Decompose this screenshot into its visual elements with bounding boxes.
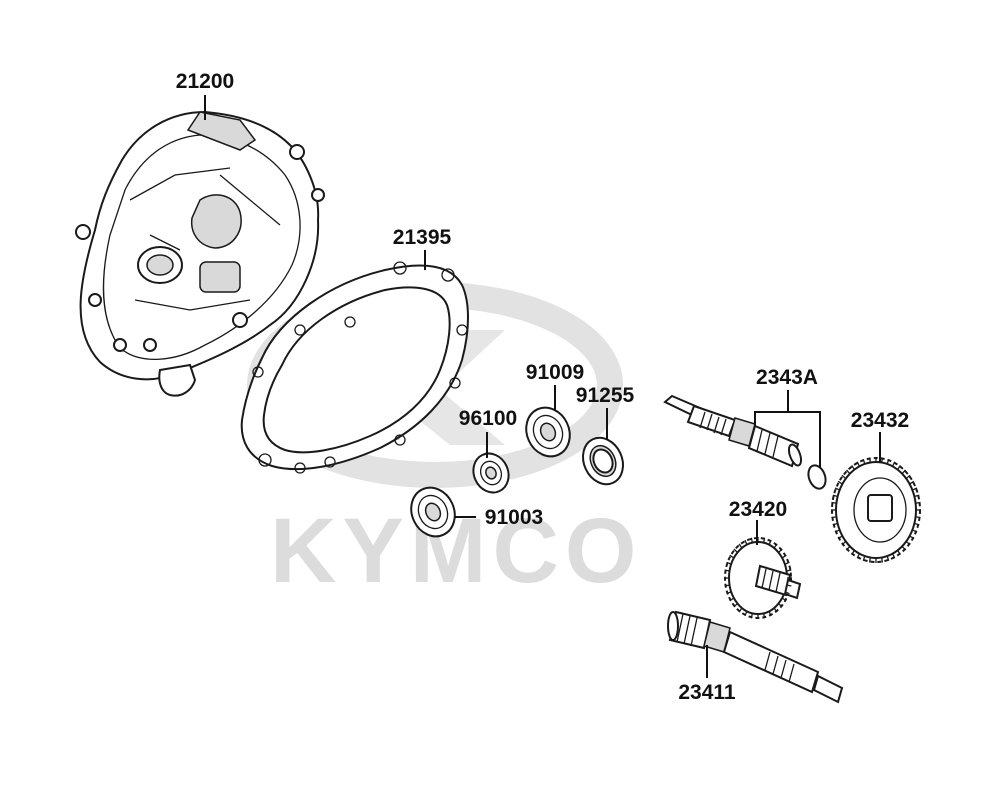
- gear-tooth: [914, 522, 920, 526]
- gear-tooth: [851, 465, 855, 470]
- label-23420: 23420: [729, 498, 787, 521]
- gear-tooth: [750, 537, 753, 543]
- gear-tooth: [733, 548, 738, 554]
- label-96100: 96100: [459, 407, 517, 430]
- part-23432-gear[interactable]: [831, 457, 921, 563]
- gear-tooth: [862, 458, 866, 465]
- gear-tooth: [781, 597, 787, 602]
- gear-tooth: [738, 543, 743, 549]
- gear-tooth: [868, 557, 871, 563]
- label-91003: 91003: [485, 506, 543, 529]
- watermark-brand-text: KYMCO: [270, 500, 642, 602]
- gear-tooth: [897, 465, 901, 470]
- part-91255-oil-seal[interactable]: [576, 431, 631, 491]
- gear-tooth: [831, 501, 837, 504]
- label-23411: 23411: [678, 681, 736, 704]
- gear-tooth: [744, 611, 748, 617]
- gear-tooth: [778, 548, 783, 554]
- gear-tooth: [832, 494, 838, 498]
- gear-tooth: [773, 607, 778, 613]
- gear-tooth: [837, 480, 843, 485]
- gear-tooth: [846, 545, 851, 551]
- gear-tooth: [784, 561, 790, 565]
- gear-tooth: [763, 613, 766, 619]
- gear-tooth: [897, 550, 901, 555]
- gear-tooth: [744, 539, 748, 545]
- gear-tooth: [778, 602, 783, 608]
- gear-tooth: [768, 611, 772, 617]
- gear-23432-teeth: [831, 457, 921, 563]
- label-91009: 91009: [526, 361, 584, 384]
- gear-tooth: [726, 561, 732, 565]
- gear-tooth: [881, 457, 884, 463]
- gear-tooth: [831, 516, 837, 519]
- gear-tooth: [781, 554, 787, 559]
- gear-tooth: [729, 554, 735, 559]
- gear-tooth: [851, 550, 855, 555]
- gear-tooth: [729, 597, 735, 602]
- gear-tooth: [750, 613, 753, 619]
- label-91255: 91255: [576, 384, 635, 407]
- part-21200-transmission-cover[interactable]: [75, 110, 325, 397]
- label-21395: 21395: [393, 226, 452, 249]
- gear-tooth: [915, 516, 921, 519]
- gear-tooth: [834, 529, 840, 533]
- gear-tooth: [763, 537, 766, 543]
- gear-tooth: [784, 591, 790, 595]
- part-2343A-circlip[interactable]: [805, 463, 828, 491]
- part-23411-final-shaft[interactable]: [667, 610, 844, 704]
- gear-tooth: [912, 487, 918, 491]
- gear-tooth: [773, 543, 778, 549]
- gear-tooth: [905, 540, 911, 546]
- part-23420-gear[interactable]: [724, 537, 802, 619]
- label-2343A: 2343A: [756, 366, 818, 389]
- gear-tooth: [841, 540, 847, 546]
- gear-tooth: [886, 458, 890, 465]
- gear-tooth: [733, 602, 738, 608]
- gear-tooth: [909, 480, 915, 485]
- gear-tooth: [868, 457, 871, 463]
- gear-tooth: [841, 474, 847, 480]
- gear-tooth: [724, 569, 730, 572]
- gear-23420-teeth: [724, 537, 792, 619]
- gear-tooth: [738, 607, 743, 613]
- gear-tooth: [856, 461, 860, 467]
- part-91009-bearing[interactable]: [518, 400, 577, 463]
- label-21200: 21200: [176, 70, 234, 93]
- leader-lines: [204, 95, 881, 678]
- gear-tooth: [846, 469, 851, 475]
- gear-tooth: [915, 501, 921, 504]
- gear-tooth: [768, 539, 772, 545]
- gear-tooth: [881, 557, 884, 563]
- gear-tooth: [892, 461, 896, 467]
- gear-tooth: [909, 535, 915, 540]
- label-23432: 23432: [851, 409, 909, 432]
- part-91003-bearing[interactable]: [403, 480, 462, 543]
- gear-tooth: [914, 494, 920, 498]
- gear-tooth: [862, 555, 866, 562]
- gear-tooth: [912, 529, 918, 533]
- gear-tooth: [901, 469, 906, 475]
- gear-tooth: [892, 553, 896, 559]
- gear-tooth: [905, 474, 911, 480]
- gear-tooth: [832, 522, 838, 526]
- part-2343A-shaft[interactable]: [663, 394, 803, 468]
- part-96100-bearing[interactable]: [467, 448, 515, 499]
- gear-tooth: [856, 553, 860, 559]
- gear-tooth: [886, 555, 890, 562]
- gear-tooth: [834, 487, 840, 491]
- gear-tooth: [786, 569, 792, 572]
- gear-tooth: [724, 584, 730, 587]
- part-21395-gasket[interactable]: [240, 261, 469, 474]
- gear-tooth: [901, 545, 906, 551]
- gear-tooth: [726, 591, 732, 595]
- gear-tooth: [837, 535, 843, 540]
- gear-tooth: [786, 584, 792, 587]
